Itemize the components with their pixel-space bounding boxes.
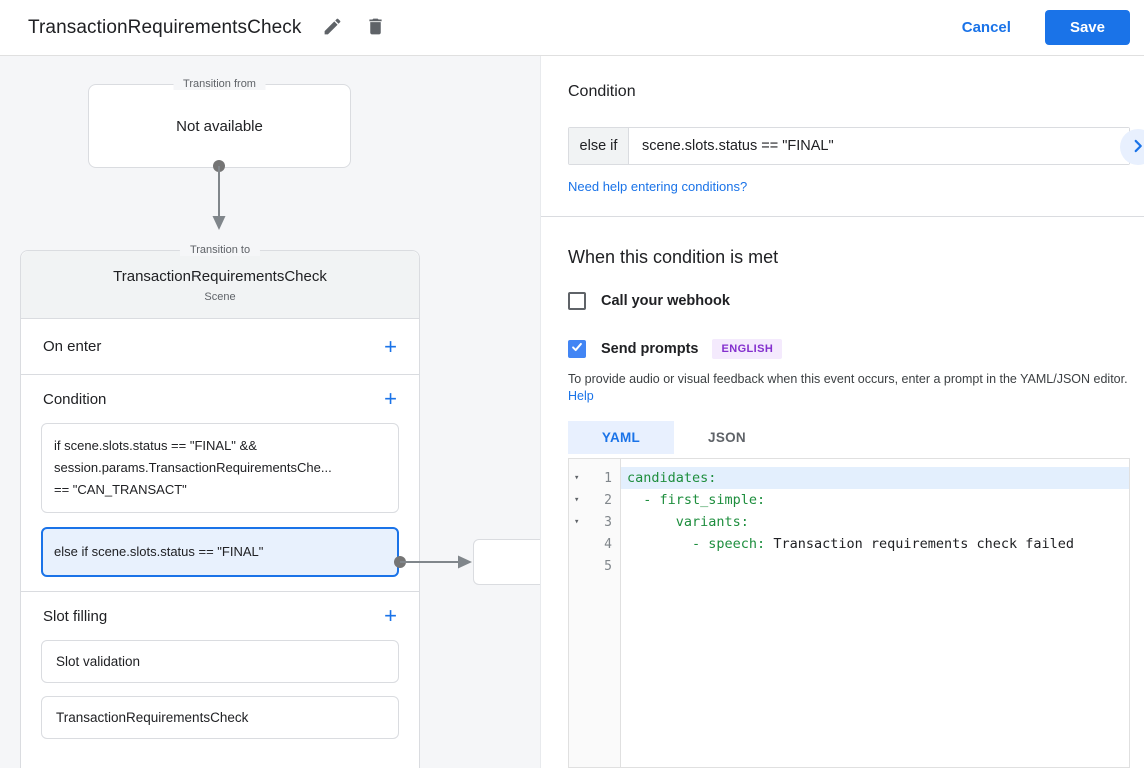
slot-filling-section-row: Slot filling + — [21, 592, 419, 640]
line-number: 3 — [604, 514, 612, 530]
transition-target-node[interactable] — [473, 539, 540, 585]
help-link[interactable]: Help — [568, 389, 594, 403]
condition-line: else if scene.slots.status == "FINAL" — [54, 544, 264, 559]
transition-from-legend: Transition from — [173, 78, 266, 90]
slot-item-transaction-check[interactable]: TransactionRequirementsCheck — [41, 696, 399, 739]
condition-item-if[interactable]: if scene.slots.status == "FINAL" && sess… — [41, 423, 399, 513]
code-token — [627, 514, 676, 530]
code-area[interactable]: candidates: - first_simple: variants: - … — [621, 459, 1129, 767]
slot-item-validation[interactable]: Slot validation — [41, 640, 399, 683]
line-number: 1 — [604, 470, 612, 486]
condition-help-link[interactable]: Need help entering conditions? — [568, 179, 748, 194]
code-line-2[interactable]: - first_simple: — [621, 489, 1129, 511]
cancel-button[interactable]: Cancel — [961, 19, 1011, 36]
condition-input-group: else if — [568, 127, 1130, 165]
line-number: 5 — [604, 558, 612, 574]
tab-json[interactable]: JSON — [674, 421, 780, 454]
fold-arrow-icon[interactable]: ▾ — [574, 495, 580, 505]
save-button[interactable]: Save — [1044, 10, 1130, 45]
line-number: 2 — [604, 492, 612, 508]
code-token: candidates: — [627, 470, 717, 486]
transition-to-card: Transition to TransactionRequirementsChe… — [20, 244, 420, 768]
check-icon — [570, 340, 584, 359]
code-token: Transaction requirements check failed — [765, 536, 1075, 552]
gutter-row: 5 — [569, 555, 620, 577]
scene-type-label: Scene — [204, 291, 236, 303]
condition-section-row: Condition + — [21, 375, 419, 423]
code-line-3[interactable]: variants: — [621, 511, 1129, 533]
code-token — [627, 536, 692, 552]
code-line-4[interactable]: - speech: Transaction requirements check… — [621, 533, 1129, 555]
code-line-5[interactable] — [621, 555, 1129, 577]
prompts-checkbox-row: Send prompts ENGLISH — [568, 339, 1130, 359]
condition-expression-input[interactable] — [629, 128, 1129, 164]
add-slot-button[interactable]: + — [384, 603, 397, 628]
code-token: - first_simple: — [643, 492, 766, 508]
condition-detail-panel: Condition else if Need help entering con… — [540, 56, 1144, 768]
scene-card-header: TransactionRequirementsCheck Scene — [21, 251, 419, 319]
condition-prefix-label: else if — [569, 128, 629, 164]
slot-filling-label: Slot filling — [43, 607, 108, 625]
page-title: TransactionRequirementsCheck — [28, 16, 302, 38]
condition-section-label: Condition — [43, 390, 107, 408]
add-on-enter-button[interactable]: + — [384, 333, 397, 359]
scene-diagram-canvas: Transition from Not available Transition… — [0, 56, 540, 768]
fold-arrow-icon[interactable]: ▾ — [574, 517, 580, 527]
panel-condition-heading: Condition — [568, 83, 636, 100]
chevron-right-icon — [1127, 135, 1144, 160]
call-webhook-label[interactable]: Call your webhook — [601, 293, 730, 309]
on-enter-label: On enter — [43, 338, 102, 355]
on-enter-row: On enter + — [21, 319, 419, 375]
send-prompts-label[interactable]: Send prompts — [601, 341, 699, 357]
gutter-row: 4 — [569, 533, 620, 555]
gutter-row: ▾ 3 — [569, 511, 620, 533]
transition-from-value: Not available — [176, 117, 263, 135]
condition-item-elseif-selected[interactable]: else if scene.slots.status == "FINAL" — [41, 527, 399, 577]
pencil-icon — [322, 16, 343, 40]
prompts-description-text: To provide audio or visual feedback when… — [568, 372, 1128, 386]
editor-gutter: ▾ 1 ▾ 2 ▾ 3 4 5 — [569, 459, 621, 767]
transition-to-legend: Transition to — [179, 244, 261, 256]
add-condition-button[interactable]: + — [384, 386, 397, 411]
editor-format-tabs: YAML JSON — [568, 421, 1130, 454]
top-bar: TransactionRequirementsCheck Cancel Save — [0, 0, 1144, 56]
gutter-row: ▾ 1 — [569, 467, 620, 489]
scene-name: TransactionRequirementsCheck — [113, 268, 327, 285]
transition-from-node: Transition from Not available — [88, 78, 351, 168]
gutter-row: ▾ 2 — [569, 489, 620, 511]
send-prompts-checkbox[interactable] — [568, 340, 586, 358]
yaml-code-editor[interactable]: ▾ 1 ▾ 2 ▾ 3 4 5 — [568, 458, 1130, 768]
prompts-description: To provide audio or visual feedback when… — [568, 371, 1130, 405]
code-token: - speech: — [692, 536, 766, 552]
code-token — [627, 492, 643, 508]
code-token: variants: — [675, 514, 749, 530]
call-webhook-checkbox[interactable] — [568, 292, 586, 310]
webhook-checkbox-row: Call your webhook — [568, 292, 1130, 310]
line-number: 4 — [604, 536, 612, 552]
code-line-1[interactable]: candidates: — [621, 467, 1129, 489]
when-condition-met-heading: When this condition is met — [568, 247, 779, 267]
collapse-panel-button[interactable] — [1120, 129, 1144, 165]
trash-icon — [365, 16, 386, 40]
delete-button[interactable] — [364, 16, 388, 40]
condition-line: == "CAN_TRANSACT" — [54, 482, 187, 497]
edit-button[interactable] — [321, 16, 345, 40]
down-arrow-connector — [212, 160, 226, 230]
condition-line: if scene.slots.status == "FINAL" && — [54, 438, 257, 453]
fold-arrow-icon[interactable]: ▾ — [574, 473, 580, 483]
section-divider — [21, 591, 419, 592]
tab-yaml[interactable]: YAML — [568, 421, 674, 454]
panel-divider — [541, 216, 1144, 217]
language-badge: ENGLISH — [712, 339, 783, 359]
condition-line: session.params.TransactionRequirementsCh… — [54, 460, 332, 475]
